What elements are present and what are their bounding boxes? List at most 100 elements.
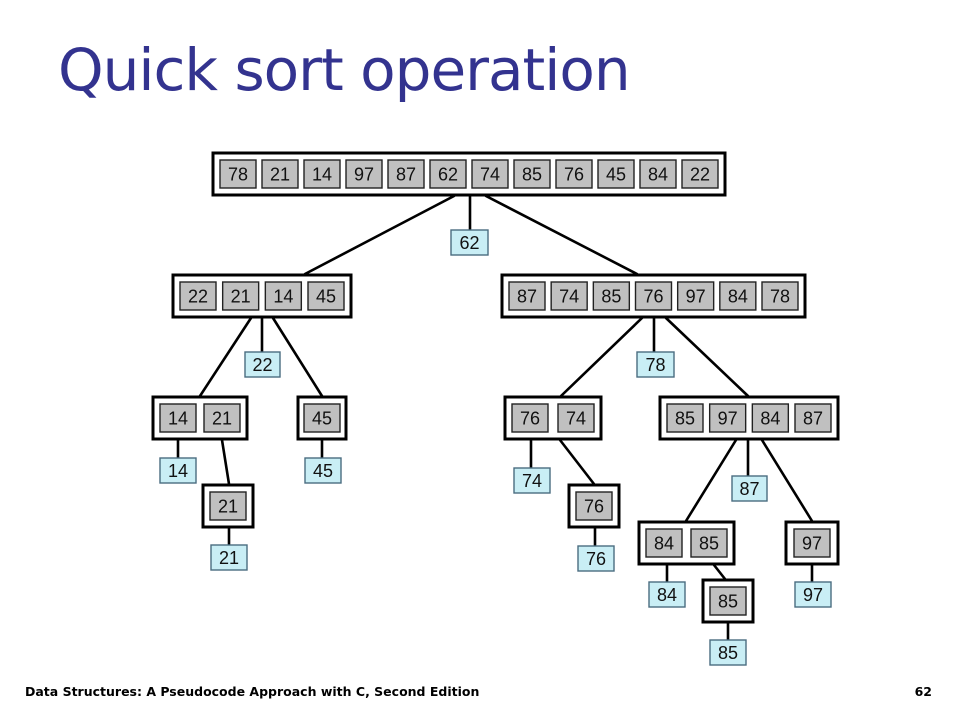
- array-cell-value: 21: [270, 165, 290, 185]
- array-cell: [555, 159, 593, 189]
- pivot-value: 76: [586, 549, 606, 569]
- connector-lines: [176, 194, 814, 642]
- array-cell: [159, 403, 197, 433]
- pivot-value: 62: [459, 233, 479, 253]
- pivot-box: [210, 544, 248, 571]
- array-cell: [203, 403, 241, 433]
- array-cell-value: 62: [438, 165, 458, 185]
- array-cell: [513, 159, 551, 189]
- pivot-box-right: 78: [636, 351, 675, 378]
- pivot-value: 87: [739, 479, 759, 499]
- array-cell: [307, 281, 345, 311]
- pivot-value: 45: [313, 461, 333, 481]
- array-cell: [794, 403, 832, 433]
- array-cell-value: 84: [728, 287, 748, 307]
- pivot-box: [577, 545, 615, 572]
- array-cell-value: 45: [312, 409, 332, 429]
- array-cell-value: 74: [566, 409, 586, 429]
- pivot-value: 97: [803, 585, 823, 605]
- array-cell: [221, 281, 260, 311]
- array-cell-value: 85: [601, 287, 621, 307]
- pivot-box: [636, 351, 675, 378]
- array-cell: [793, 528, 831, 558]
- array-cell-value: 14: [273, 287, 293, 307]
- array-cell-value: 76: [520, 409, 540, 429]
- partition-r1: 76 74: [503, 395, 603, 441]
- connector-line: [664, 316, 750, 398]
- connector-line: [559, 316, 644, 398]
- array-cell-value: 21: [212, 409, 232, 429]
- connector-line: [484, 194, 639, 276]
- array-cell: [751, 403, 790, 433]
- pivot-box: [648, 581, 686, 608]
- array-cell: [429, 159, 467, 189]
- array-cell: [303, 403, 341, 433]
- footer-page-number: 62: [914, 684, 932, 699]
- pivot-box-r1: 74: [513, 467, 551, 494]
- array-cell-value: 45: [606, 165, 626, 185]
- array-cell: [557, 403, 595, 433]
- array-cell-value: 84: [648, 165, 668, 185]
- pivot-box-r3: 76: [577, 545, 615, 572]
- pivot-value: 14: [168, 461, 188, 481]
- connector-line: [303, 194, 456, 276]
- array-cell-value: 87: [803, 409, 823, 429]
- connector-line: [760, 438, 814, 523]
- pivot-value: 22: [252, 355, 272, 375]
- array-cell-value: 45: [316, 287, 336, 307]
- pivot-value: 78: [645, 355, 665, 375]
- pivot-box-l1: 14: [159, 457, 197, 484]
- pivot-box: [794, 581, 832, 608]
- array-cell: [387, 159, 425, 189]
- array-cell-value: 97: [686, 287, 706, 307]
- array-cell-value: 76: [564, 165, 584, 185]
- array-cell: [592, 281, 631, 311]
- array-cell: [209, 491, 247, 521]
- array-cell: [471, 159, 509, 189]
- array-cell: [709, 586, 747, 616]
- array-cell-value: 22: [690, 165, 710, 185]
- array-cell: [761, 281, 799, 311]
- array-cell-value: 74: [559, 287, 579, 307]
- array-cell-value: 87: [517, 287, 537, 307]
- pivot-box-left: 22: [244, 351, 281, 378]
- partition-r3: 76: [567, 483, 621, 529]
- array-cell-value: 14: [168, 409, 188, 429]
- partition-r5: 97: [784, 520, 840, 566]
- array-cell: [676, 281, 715, 311]
- array-cell: [690, 528, 728, 558]
- array-cell: [303, 159, 341, 189]
- array-cell: [597, 159, 635, 189]
- pivot-box-l3: 21: [210, 544, 248, 571]
- array-cell-value: 78: [228, 165, 248, 185]
- array-cell-value: 74: [480, 165, 500, 185]
- pivot-value: 84: [657, 585, 677, 605]
- pivot-box-r4: 84: [648, 581, 686, 608]
- slide-title: Quick sort operation: [58, 36, 631, 104]
- pivot-box-r5: 97: [794, 581, 832, 608]
- pivot-value: 74: [522, 471, 542, 491]
- array-cell: [264, 281, 303, 311]
- connector-line: [220, 438, 231, 486]
- array-cell-value: 14: [312, 165, 332, 185]
- array-cell-value: 87: [396, 165, 416, 185]
- connector-line: [558, 438, 596, 486]
- partition-l2: 45: [296, 395, 348, 441]
- array-cell-value: 21: [231, 287, 251, 307]
- array-cell-value: 84: [654, 534, 674, 554]
- array-cell-value: 85: [675, 409, 695, 429]
- partition-l3: 21: [201, 483, 255, 529]
- pivot-box: [731, 475, 768, 502]
- array-cell: [681, 159, 719, 189]
- array-cell: [511, 403, 549, 433]
- array-cell-value: 84: [760, 409, 780, 429]
- array-cell: [219, 159, 257, 189]
- connector-line: [712, 563, 727, 581]
- array-cell: [708, 403, 747, 433]
- pivot-box: [513, 467, 551, 494]
- array-cell: [179, 281, 217, 311]
- array-cell: [719, 281, 757, 311]
